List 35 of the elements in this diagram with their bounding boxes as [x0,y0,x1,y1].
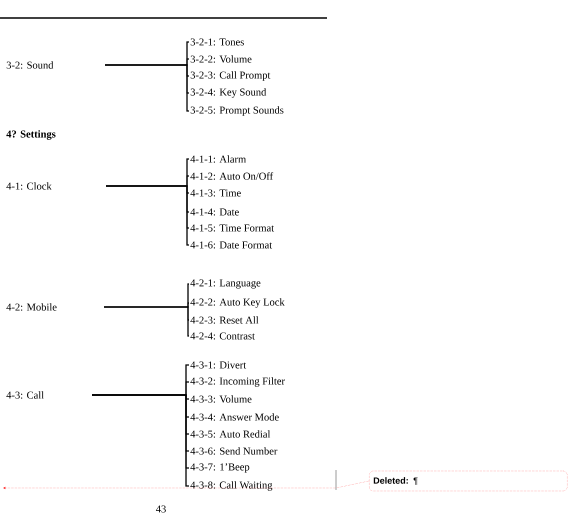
submenu-item: 4-3-4: Answer Mode [190,413,279,421]
submenu-item: 3-2-4: Key Sound [190,88,266,98]
submenu-item: 4-3-7: 1’Beep [190,463,250,473]
leader-line [3,480,370,490]
tree-connector [104,306,190,337]
submenu-item: 4-3-1: Divert [190,361,246,369]
comment-balloon: Deleted: ¶ [369,470,568,492]
tree-connector [105,64,189,112]
submenu-item: 4-1-1: Alarm [190,155,246,163]
menu-item: 4-2: Mobile [6,303,57,311]
submenu-item: 4-1-2: Auto On/Off [190,172,274,180]
submenu-item: 4-3-8: Call Waiting [190,481,272,491]
menu-item: 4-1: Clock [6,182,52,190]
page-number: 43 [156,505,166,513]
menu-item: 4-3: Call [6,391,44,399]
submenu-item: 4-2-2: Auto Key Lock [190,298,285,308]
section-heading: 4? Settings [6,130,56,140]
submenu-item: 4-3-6: Send Number [190,447,278,455]
submenu-item: 4-2-3: Reset All [190,316,259,324]
submenu-item: 4-2-4: Contrast [190,332,255,340]
submenu-item: 4-1-5: Time Format [190,224,274,232]
submenu-item: 3-2-5: Prompt Sounds [190,106,284,116]
submenu-item: 4-1-3: Time [190,189,241,197]
submenu-item: 3-2-3: Call Prompt [190,71,270,81]
menu-item: 3-2: Sound [6,61,54,69]
tree-connector [92,394,189,487]
submenu-item: 3-2-2: Volume [190,55,252,63]
submenu-item: 3-2-1: Tones [190,38,244,46]
submenu-item: 4-3-3: Volume [190,395,252,403]
submenu-item: 4-1-4: Date [190,208,239,216]
submenu-item: 4-1-6: Date Format [190,241,272,249]
submenu-item: 4-2-1: Language [190,279,260,289]
submenu-item: 4-3-2: Incoming Filter [190,377,285,387]
tree-connector [106,185,189,246]
submenu-item: 4-3-5: Auto Redial [190,430,270,438]
